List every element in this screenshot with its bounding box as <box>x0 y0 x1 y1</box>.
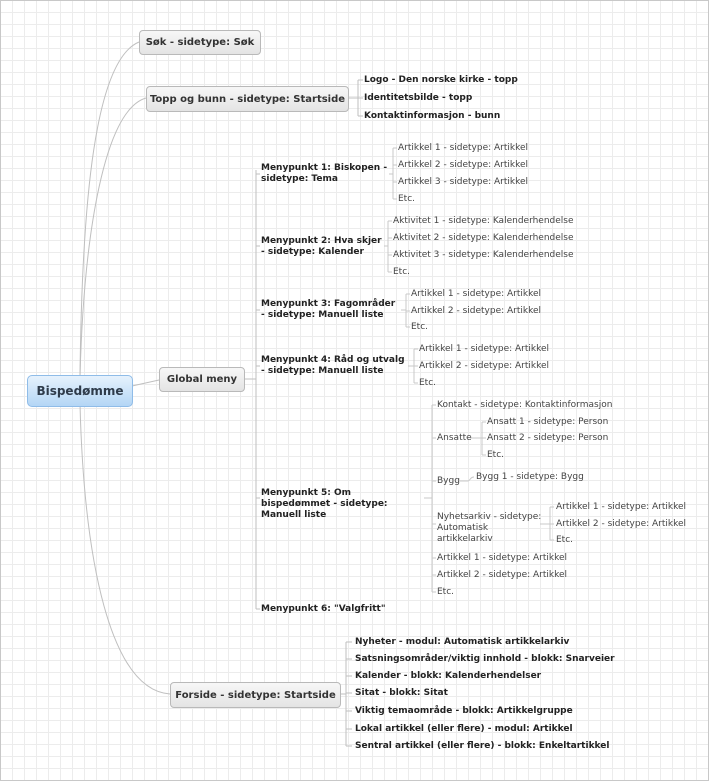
forside-item: Lokal artikkel (eller flere) - modul: Ar… <box>355 724 573 734</box>
node-global-meny[interactable]: Global meny <box>159 367 245 392</box>
menu4-sub: Artikkel 2 - sidetype: Artikkel <box>419 361 550 371</box>
menu1-sub: Etc. <box>398 194 416 204</box>
forside-item: Nyheter - modul: Automatisk artikkelarki… <box>355 637 570 647</box>
menu5-ansatte: Ansatte <box>437 433 472 443</box>
ansatte-sub: Etc. <box>487 450 505 460</box>
menu1-sub: Artikkel 3 - sidetype: Artikkel <box>398 177 529 187</box>
menu3-sub: Etc. <box>411 322 429 332</box>
menu-item-5: Menypunkt 5: Om bispedømmet - sidetype: … <box>261 488 388 520</box>
forside-item: Kalender - blokk: Kalenderhendelser <box>355 671 542 681</box>
menu-item-4: Menypunkt 4: Råd og utvalg - sidetype: M… <box>261 355 405 376</box>
forside-item: Sentral artikkel (eller flere) - blokk: … <box>355 741 610 751</box>
topbottom-item: Logo - Den norske kirke - topp <box>364 75 518 85</box>
menu5-nyhetsarkiv: Nyhetsarkiv - sidetype: Automatisk artik… <box>437 512 542 544</box>
forside-item: Viktig temaområde - blokk: Artikkelgrupp… <box>355 706 573 716</box>
menu2-sub: Aktivitet 3 - sidetype: Kalenderhendelse <box>393 250 574 260</box>
node-topp-og-bunn[interactable]: Topp og bunn - sidetype: Startside <box>146 86 349 112</box>
ansatte-sub: Ansatt 2 - sidetype: Person <box>487 433 609 443</box>
node-forside[interactable]: Forside - sidetype: Startside <box>170 682 341 708</box>
menu5-kontakt: Kontakt - sidetype: Kontaktinformasjon <box>437 400 613 410</box>
root-node[interactable]: Bispedømme <box>27 375 133 407</box>
topbottom-item: Kontaktinformasjon - bunn <box>364 111 501 121</box>
menu1-sub: Artikkel 2 - sidetype: Artikkel <box>398 160 529 170</box>
menu5-sub: Artikkel 2 - sidetype: Artikkel <box>437 570 568 580</box>
nyhet-sub: Etc. <box>556 535 574 545</box>
forside-item: Satsningsområder/viktig innhold - blokk:… <box>355 654 615 664</box>
menu4-sub: Artikkel 1 - sidetype: Artikkel <box>419 344 550 354</box>
menu-item-2: Menypunkt 2: Hva skjer - sidetype: Kalen… <box>261 236 382 257</box>
menu2-sub: Aktivitet 1 - sidetype: Kalenderhendelse <box>393 216 574 226</box>
forside-item: Sitat - blokk: Sitat <box>355 688 448 698</box>
menu4-sub: Etc. <box>419 378 437 388</box>
bygg-sub: Bygg 1 - sidetype: Bygg <box>476 472 584 482</box>
topbottom-item: Identitetsbilde - topp <box>364 93 473 103</box>
menu-item-1: Menypunkt 1: Biskopen - sidetype: Tema <box>261 163 388 184</box>
menu5-sub: Etc. <box>437 587 455 597</box>
menu-item-6: Menypunkt 6: "Valgfritt" <box>261 604 386 614</box>
node-search[interactable]: Søk - sidetype: Søk <box>139 30 261 55</box>
menu3-sub: Artikkel 2 - sidetype: Artikkel <box>411 306 542 316</box>
nyhet-sub: Artikkel 2 - sidetype: Artikkel <box>556 519 687 529</box>
menu5-sub: Artikkel 1 - sidetype: Artikkel <box>437 553 568 563</box>
menu1-sub: Artikkel 1 - sidetype: Artikkel <box>398 143 529 153</box>
menu-item-3: Menypunkt 3: Fagområder - sidetype: Manu… <box>261 299 396 320</box>
ansatte-sub: Ansatt 1 - sidetype: Person <box>487 417 609 427</box>
menu3-sub: Artikkel 1 - sidetype: Artikkel <box>411 289 542 299</box>
nyhet-sub: Artikkel 1 - sidetype: Artikkel <box>556 502 687 512</box>
menu2-sub: Aktivitet 2 - sidetype: Kalenderhendelse <box>393 233 574 243</box>
menu2-sub: Etc. <box>393 267 411 277</box>
menu5-bygg: Bygg <box>437 476 460 486</box>
